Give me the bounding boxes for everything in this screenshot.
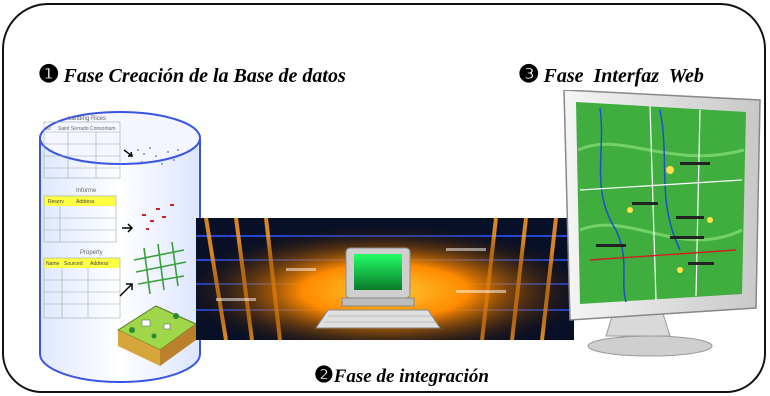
section-2-title: Informe [76, 188, 97, 194]
integration-image [196, 218, 574, 340]
database-cylinder: Landing Rices ID Saint Serrado Consortiu… [38, 110, 202, 386]
section-2-header-2: Address [76, 199, 95, 205]
phase-2-label: ❷Fase de integración [314, 362, 489, 388]
phase-2-number: ❷ [314, 362, 334, 387]
phase-1-number: ❶ [38, 62, 60, 88]
web-monitor-image [560, 89, 765, 370]
section-1-header-2: Saint Serrado [58, 126, 89, 132]
section-2-header-1: Reserv [48, 199, 64, 205]
section-3-title: Property [80, 250, 103, 256]
section-1-header-1: ID [46, 126, 51, 132]
section-3-header-2: Sourced [64, 261, 83, 267]
section-3-header-3: Address [90, 261, 109, 267]
phase-3-number: ❸ [518, 62, 540, 88]
phase-3-text: Fase Interfaz Web [543, 65, 704, 87]
section-1-title: Landing Rices [68, 116, 106, 122]
phase-2-text: Fase de integración [333, 366, 489, 387]
phase-1-text: Fase Creación de la Base de datos [63, 65, 346, 87]
section-1-header-3: Consortium [90, 126, 116, 132]
diagram-frame [2, 3, 766, 393]
section-3-header-1: Name [46, 261, 60, 267]
